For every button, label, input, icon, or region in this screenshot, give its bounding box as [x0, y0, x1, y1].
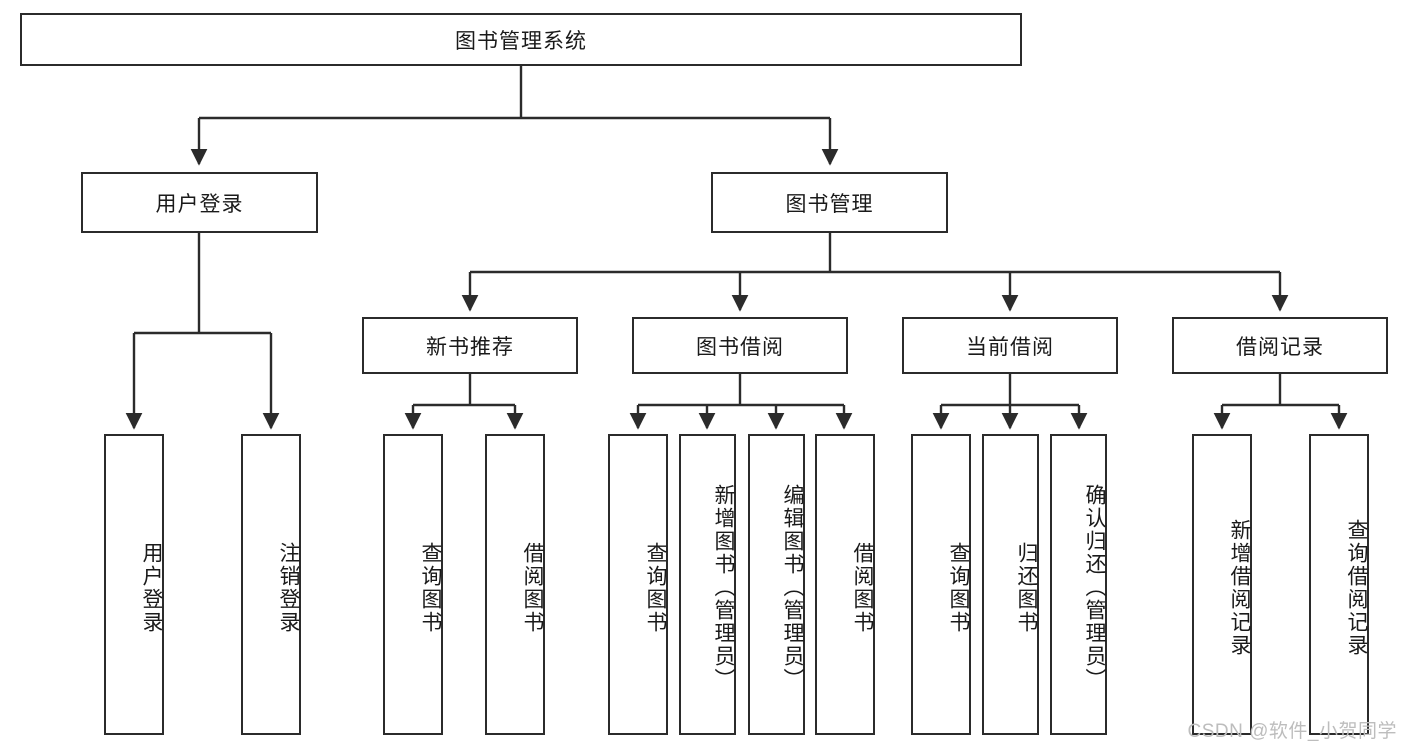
node-root-system[interactable]: 图书管理系统 [20, 13, 1022, 66]
leaf-label: 查询借阅记录 [1345, 518, 1368, 657]
node-book-management[interactable]: 图书管理 [711, 172, 948, 233]
leaf-label: 借阅图书 [521, 541, 544, 634]
leaf-current-confirm-return-admin[interactable]: 确认归还（管理员） [1050, 434, 1107, 735]
leaf-label: 查询图书 [644, 541, 667, 634]
leaf-new-book-query[interactable]: 查询图书 [383, 434, 443, 735]
leaf-label: 编辑图书（管理员） [781, 484, 804, 691]
leaf-current-return-book[interactable]: 归还图书 [982, 434, 1039, 735]
leaf-label: 用户登录 [140, 541, 163, 634]
leaf-label: 注销登录 [277, 541, 300, 634]
leaf-record-query-record[interactable]: 查询借阅记录 [1309, 434, 1369, 735]
leaf-label: 确认归还（管理员） [1083, 484, 1106, 691]
node-borrow-record[interactable]: 借阅记录 [1172, 317, 1388, 374]
leaf-label: 新增图书（管理员） [712, 484, 735, 691]
leaf-user-login-logout[interactable]: 注销登录 [241, 434, 301, 735]
leaf-borrow-borrow-book[interactable]: 借阅图书 [815, 434, 875, 735]
watermark-text: CSDN @软件_小贺同学 [1187, 721, 1397, 742]
leaf-borrow-add-book-admin[interactable]: 新增图书（管理员） [679, 434, 736, 735]
leaf-borrow-edit-book-admin[interactable]: 编辑图书（管理员） [748, 434, 805, 735]
node-current-borrow[interactable]: 当前借阅 [902, 317, 1118, 374]
leaf-current-query-book[interactable]: 查询图书 [911, 434, 971, 735]
node-new-book-recommend[interactable]: 新书推荐 [362, 317, 578, 374]
node-book-borrow[interactable]: 图书借阅 [632, 317, 848, 374]
leaf-user-login-login[interactable]: 用户登录 [104, 434, 164, 735]
leaf-new-book-borrow[interactable]: 借阅图书 [485, 434, 545, 735]
leaf-label: 归还图书 [1015, 541, 1038, 634]
leaf-label: 查询图书 [947, 541, 970, 634]
leaf-record-add-record[interactable]: 新增借阅记录 [1192, 434, 1252, 735]
node-user-login[interactable]: 用户登录 [81, 172, 318, 233]
leaf-borrow-query-book[interactable]: 查询图书 [608, 434, 668, 735]
leaf-label: 新增借阅记录 [1228, 518, 1251, 657]
leaf-label: 借阅图书 [851, 541, 874, 634]
leaf-label: 查询图书 [419, 541, 442, 634]
